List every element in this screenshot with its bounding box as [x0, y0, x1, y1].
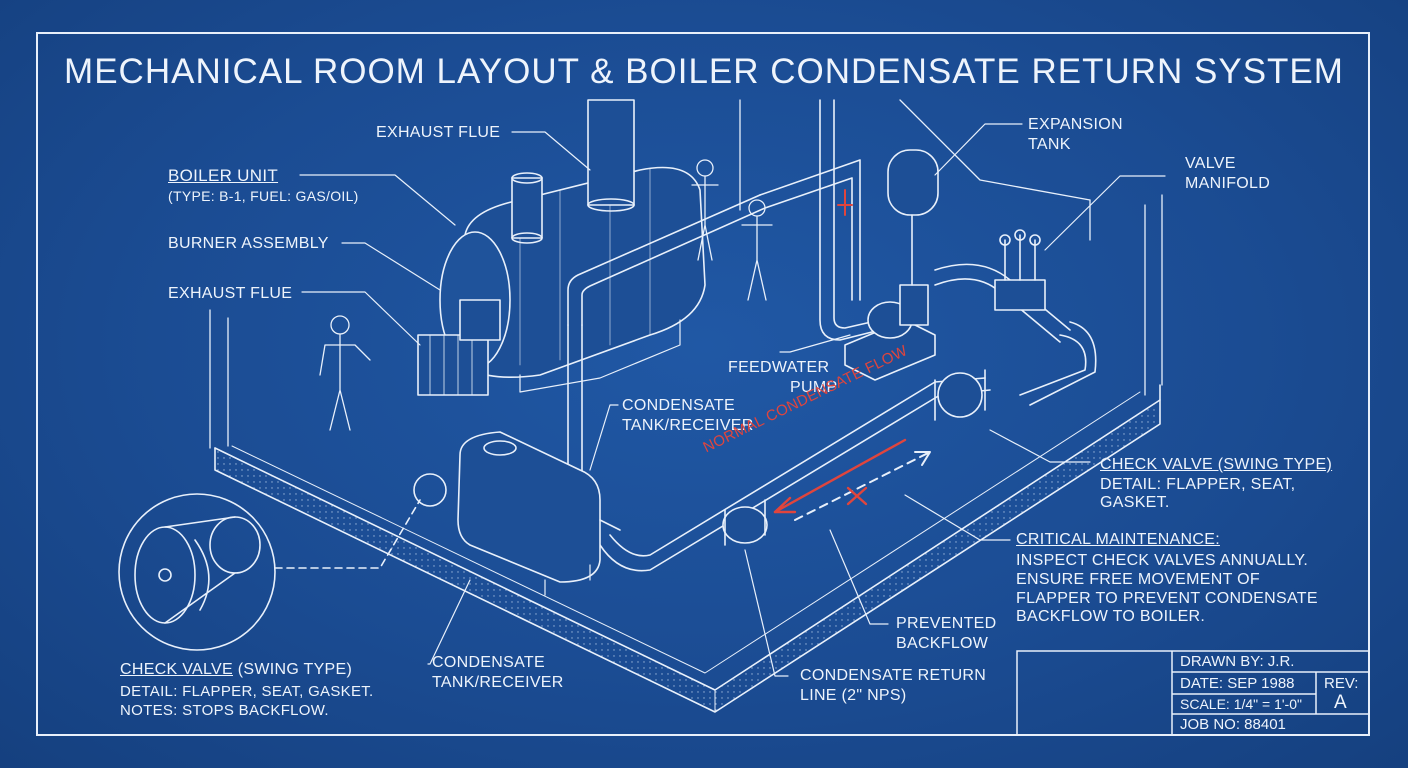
label-feedwater-pump-line1: FEEDWATER [728, 359, 830, 376]
label-critical-maintenance-line3: FLAPPER TO PREVENT CONDENSATE [1016, 590, 1318, 607]
label-prevented-backflow-line2: BACKFLOW [896, 635, 989, 652]
label-prevented-backflow-line1: PREVENTED [896, 615, 997, 632]
burner-drawing [417, 299, 501, 396]
title-block-rev-value: A [1334, 692, 1347, 713]
label-boiler-unit: BOILER UNIT [168, 166, 279, 185]
label-condensate-tank-bottom-line1: CONDENSATE [432, 654, 545, 671]
title-block-job-no: JOB NO: 88401 [1180, 716, 1286, 733]
boiler-piping [567, 99, 881, 481]
feedwater-pump-drawing [844, 284, 936, 381]
floor-slab [214, 384, 1161, 713]
label-critical-maintenance-line4: BACKFLOW TO BOILER. [1016, 608, 1206, 625]
label-critical-maintenance-line1: INSPECT CHECK VALVES ANNUALLY. [1016, 552, 1309, 569]
label-valve-manifold-line1: VALVE [1185, 155, 1236, 172]
label-critical-maintenance-title: CRITICAL MAINTENANCE: [1016, 531, 1220, 548]
expansion-tank-drawing [887, 149, 939, 286]
title-block-date: DATE: SEP 1988 [1180, 675, 1295, 692]
label-check-valve-right-detail2: GASKET. [1100, 494, 1170, 511]
label-exhaust-flue-top: EXHAUST FLUE [376, 124, 501, 141]
label-expansion-tank-line1: EXPANSION [1028, 116, 1123, 133]
room-walls [209, 99, 1163, 449]
label-condensate-return-line2: LINE (2" NPS) [800, 687, 907, 704]
label-burner-assembly: BURNER ASSEMBLY [168, 235, 329, 252]
label-check-valve-left-line2: NOTES: STOPS BACKFLOW. [120, 702, 329, 719]
title-block-grid [1016, 650, 1370, 736]
label-condensate-tank-top-line2: TANK/RECEIVER [622, 417, 754, 434]
label-check-valve-left-title-main: CHECK VALVE [120, 661, 233, 678]
label-check-valve-right-title: CHECK VALVE (SWING TYPE) [1100, 456, 1333, 473]
label-critical-maintenance-line2: ENSURE FREE MOVEMENT OF [1016, 571, 1260, 588]
title-block-scale: SCALE: 1/4" = 1'-0" [1180, 696, 1302, 712]
valve-manifold-drawing [934, 229, 1097, 406]
title-block-rev-label: REV: [1324, 675, 1359, 692]
condensate-tank-drawing [457, 431, 621, 596]
label-feedwater-pump-line2: PUMP [790, 379, 838, 396]
drawing-title: MECHANICAL ROOM LAYOUT & BOILER CONDENSA… [64, 52, 1344, 91]
leader-lines [299, 123, 1166, 677]
condensate-return-line-drawing [599, 369, 991, 572]
drawing-border [36, 32, 1370, 736]
label-expansion-tank-line2: TANK [1028, 136, 1071, 153]
label-check-valve-left-title: CHECK VALVE (SWING TYPE) [120, 660, 352, 680]
label-check-valve-left-title-suffix: (SWING TYPE) [232, 661, 353, 678]
label-condensate-return-line1: CONDENSATE RETURN [800, 667, 987, 684]
label-valve-manifold-line2: MANIFOLD [1185, 175, 1271, 192]
label-condensate-tank-bottom-line2: TANK/RECEIVER [432, 674, 564, 691]
label-boiler-type: (TYPE: B-1, FUEL: GAS/OIL) [168, 188, 359, 204]
title-block: DRAWN BY: J.R. DATE: SEP 1988 SCALE: 1/4… [1016, 650, 1370, 736]
worker-figures [319, 159, 773, 431]
flow-arrows [773, 189, 931, 521]
label-check-valve-left-line1: DETAIL: FLAPPER, SEAT, GASKET. [120, 683, 374, 700]
check-valve-detail-bubble [118, 473, 447, 651]
label-condensate-tank-top-line1: CONDENSATE [622, 397, 735, 414]
title-block-drawn-by: DRAWN BY: J.R. [1180, 653, 1295, 670]
label-check-valve-right-detail1: DETAIL: FLAPPER, SEAT, [1100, 476, 1296, 493]
label-exhaust-flue-left: EXHAUST FLUE [168, 285, 293, 302]
